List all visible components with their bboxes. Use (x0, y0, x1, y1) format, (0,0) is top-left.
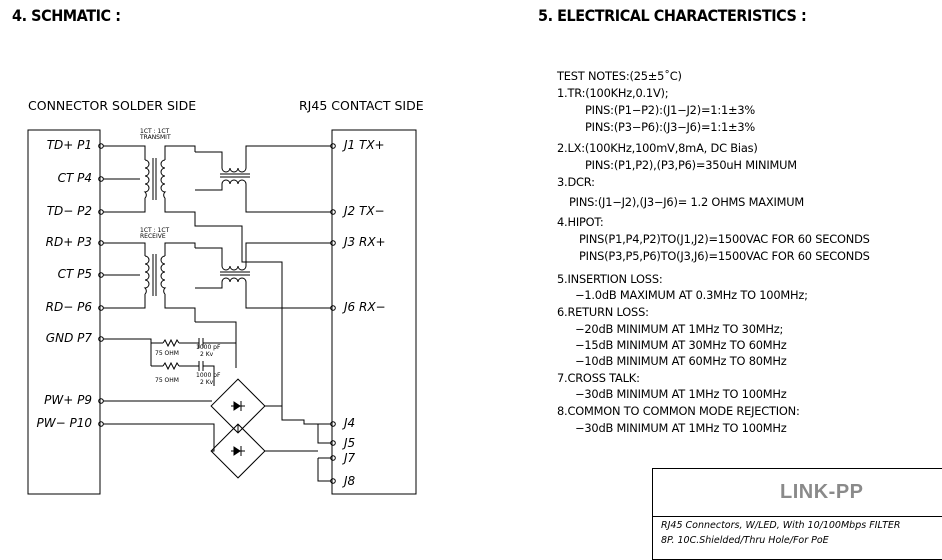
connector-right-body (331, 129, 417, 495)
spec-line: −30dB MINIMUM AT 1MHz TO 100MHz (575, 421, 787, 435)
pin-p6-label: RD− P6 (45, 300, 92, 314)
spec-line: 2.LX:(100KHz,100mV,8mA, DC Bias) (557, 141, 758, 155)
spec-line: 7.CROSS TALK: (557, 371, 640, 385)
capacitor-1-voltage: 2 Kv (200, 351, 214, 358)
spec-line: −15dB MINIMUM AT 30MHz TO 60MHz (575, 338, 787, 352)
connector-solder-side-label: CONNECTOR SOLDER SIDE (28, 98, 197, 113)
spec-line: 5.INSERTION LOSS: (557, 272, 663, 286)
spec-line: PINS(P3,P5,P6)TO(J3,J6)=1500VAC FOR 60 S… (579, 249, 870, 263)
spec-line: −10dB MINIMUM AT 60MHz TO 80MHz (575, 354, 787, 368)
transmit-label: TRANSMIT (140, 134, 171, 141)
pin-j4-label: J4 (344, 416, 356, 430)
spec-line: −30dB MINIMUM AT 1MHz TO 100MHz (575, 387, 787, 401)
pin-j1-label: J1 TX+ (344, 138, 385, 152)
pin-p1-label: TD+ P1 (46, 138, 92, 152)
connector-left-body (27, 129, 101, 495)
title-block: LINK-PP RJ45 Connectors, W/LED, With 10/… (652, 468, 942, 560)
transmit-ratio-label: 1CT : 1CT (140, 128, 170, 135)
pin-p9-label: PW+ P9 (44, 393, 92, 407)
pin-p2-label: TD− P2 (46, 204, 92, 218)
resistor-1-label: 75 OHM (155, 350, 179, 357)
product-description-line-2: 8P. 10C.Shielded/Thru Hole/For PoE (661, 535, 829, 546)
spec-line: PINS:(J1−J2),(J3−J6)= 1.2 OHMS MAXIMUM (569, 195, 805, 209)
resistor-2-label: 75 OHM (155, 377, 179, 384)
schematic-heading: 4. SCHMATIC : (12, 6, 121, 25)
product-description-line-1: RJ45 Connectors, W/LED, With 10/100Mbps … (661, 520, 901, 531)
electrical-heading: 5. ELECTRICAL CHARACTERISTICS : (538, 6, 807, 25)
pin-j8-label: J8 (344, 474, 356, 488)
pin-p4-label: CT P4 (57, 171, 92, 185)
receive-label: RECEIVE (140, 233, 166, 240)
pin-p5-label: CT P5 (57, 267, 92, 281)
pin-p7-label: GND P7 (45, 331, 92, 345)
capacitor-2-voltage: 2 Kv (200, 379, 214, 386)
spec-line: PINS:(P1,P2),(P3,P6)=350uH MINIMUM (585, 158, 797, 172)
spec-line: 6.RETURN LOSS: (557, 305, 649, 319)
title-block-logo-cell: LINK-PP (653, 469, 942, 517)
right-pin-terminals (330, 143, 336, 484)
rj45-contact-side-label: RJ45 CONTACT SIDE (299, 98, 424, 113)
spec-line: TEST NOTES:(25±5˚C) (557, 69, 682, 83)
spec-line: −20dB MINIMUM AT 1MHz TO 30MHz; (575, 322, 784, 336)
left-pin-terminals (98, 143, 104, 427)
spec-line: 4.HIPOT: (557, 215, 604, 229)
spec-line: PINS(P1,P4,P2)TO(J1,J2)=1500VAC FOR 60 S… (579, 232, 870, 246)
pin-p3-label: RD+ P3 (45, 235, 92, 249)
pin-j7-label: J7 (344, 451, 356, 465)
pin-j2-label: J2 TX− (344, 204, 385, 218)
receive-ratio-label: 1CT : 1CT (140, 227, 170, 234)
pin-j5-label: J5 (344, 436, 356, 450)
spec-line: −1.0dB MAXIMUM AT 0.3MHz TO 100MHz; (575, 288, 808, 302)
pin-j3-label: J3 RX+ (344, 235, 386, 249)
spec-line: PINS:(P3−P6):(J3−J6)=1:1±3% (585, 120, 756, 134)
link-pp-logo: LINK-PP (780, 481, 864, 503)
pin-p10-label: PW− P10 (36, 416, 92, 430)
capacitor-2-value: 1000 pF (196, 372, 221, 379)
pin-j6-label: J6 RX− (344, 300, 386, 314)
spec-line: 1.TR:(100KHz,0.1V); (557, 86, 669, 100)
spec-line: PINS:(P1−P2):(J1−J2)=1:1±3% (585, 103, 756, 117)
spec-line: 3.DCR: (557, 175, 595, 189)
capacitor-1-value: 1000 pF (196, 344, 221, 351)
spec-line: 8.COMMON TO COMMON MODE REJECTION: (557, 404, 800, 418)
